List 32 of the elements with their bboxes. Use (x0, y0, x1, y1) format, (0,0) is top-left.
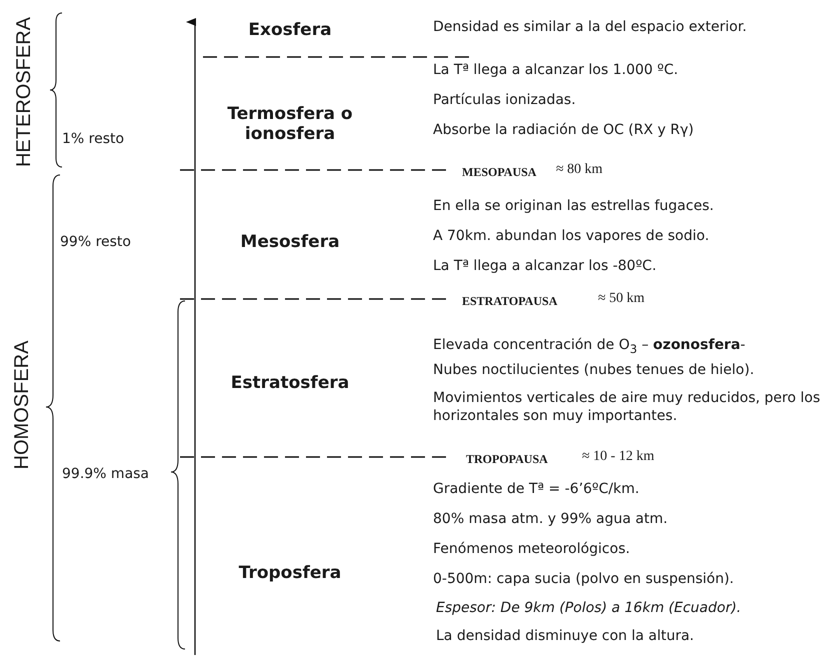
layer-name: Mesosfera (239, 232, 341, 252)
layer-name: Estratosfera (230, 373, 350, 393)
description-text: La Tª llega a alcanzar los 1.000 ºC. (433, 61, 678, 79)
description-text: Movimientos verticales de aire muy reducidos, pero los horizontales son muy importantes. (433, 389, 822, 425)
description-text: En ella se originan las estrellas fugaces. (433, 197, 714, 215)
description-text: Absorbe la radiación de OC (RX y Rγ) (433, 121, 694, 139)
percentage-label: 99.9% masa (62, 465, 150, 483)
altitude-label: ≈ 50 km (598, 290, 645, 308)
description-text: La Tª llega a alcanzar los -80ºC. (433, 257, 656, 275)
altitude-label: ≈ 80 km (556, 161, 603, 179)
description-text: 0-500m: capa sucia (polvo en suspensión). (433, 570, 734, 588)
description-text: Partículas ionizadas. (433, 91, 576, 109)
percentage-label: 1% resto (62, 130, 124, 148)
description-text: A 70km. abundan los vapores de sodio. (433, 227, 710, 245)
description-text: Nubes noctilucientes (nubes tenues de hielo). (433, 361, 754, 379)
boundary-name: ESTRATOPAUSA (462, 293, 558, 310)
description-text: La densidad disminuye con la altura. (436, 627, 694, 645)
layer-name: Termosfera o ionosfera (226, 104, 354, 144)
boundary-name: TROPOPAUSA (466, 451, 548, 468)
description-text: Elevada concentración de O$_{3}$ – ozonosfera- (433, 336, 746, 358)
section-label: HETEROSFERA (13, 16, 35, 168)
description-text: Espesor: De 9km (Polos) a 16km (Ecuador). (436, 599, 742, 617)
section-label: HOMOSFERA (11, 340, 33, 470)
description-text: Gradiente de Tª = -6’6ºC/km. (433, 480, 640, 498)
description-text: Densidad es similar a la del espacio exterior. (433, 18, 747, 36)
boundary-name: MESOPAUSA (462, 164, 536, 181)
percentage-label: 99% resto (60, 233, 131, 251)
layer-name: Exosfera (247, 20, 333, 40)
layer-name: Troposfera (238, 563, 342, 583)
description-text: 80% masa atm. y 99% agua atm. (433, 510, 668, 528)
description-text: Fenómenos meteorológicos. (433, 540, 630, 558)
altitude-label: ≈ 10 - 12 km (582, 448, 654, 466)
